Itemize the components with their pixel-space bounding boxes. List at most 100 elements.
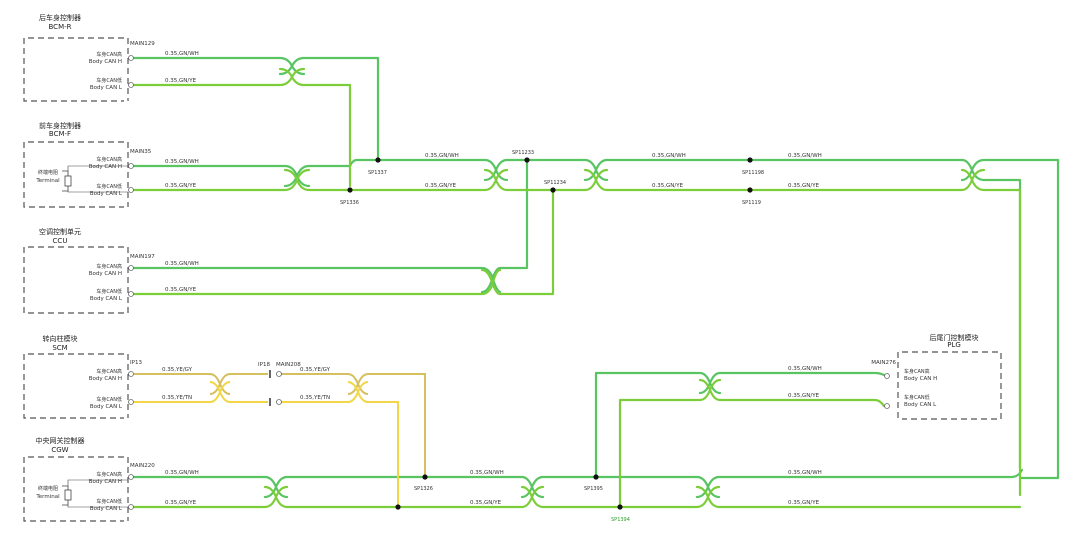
wire-group-scm [134,373,426,507]
pin-label-cn: 车身CAN高 [904,368,930,375]
pin-terminal-icon [884,373,890,379]
wire-plg-l [618,378,886,509]
splice-label: SP11234 [544,180,566,186]
wire-label: 0.35,GN/WH [425,153,459,159]
connector-label: MAIN129 [130,41,155,47]
wire-bcmr-l [132,67,352,188]
pin-terminal-icon [276,399,282,405]
pin-label-cn: 车身CAN低 [96,77,122,84]
wire-label: 0.35,GN/WH [788,470,822,476]
pin-label-cn: 车身CAN高 [96,471,122,478]
pin-terminal-icon [884,403,890,409]
pin-label-en: Body CAN L [904,402,937,408]
pin-label-cn: 车身CAN低 [96,498,122,505]
splice-dot [347,187,353,193]
pin-label-cn: 车身CAN低 [96,288,122,295]
wire-label: 0.35,YE/GY [300,367,331,373]
inline-connector: IP18 MAIN208 [258,362,301,406]
wire-label: 0.35,GN/WH [470,470,504,476]
pin-terminal-icon [128,474,134,480]
pin-label-cn: 车身CAN高 [96,156,122,163]
wire-label: 0.35,GN/WH [165,159,199,165]
splice-dot [395,504,401,510]
splice-label: SP1394 [611,517,630,523]
wire-label: 0.35,YE/TN [300,395,330,401]
splice-dot [375,157,381,163]
pin-label-en: Body CAN L [90,85,123,91]
connector-label: MAIN220 [130,463,155,469]
wire-label: 0.35,GN/WH [165,470,199,476]
terminal-label-en: Terminal [35,494,60,500]
splice-label: SP1395 [584,486,603,492]
pin-label-en: Body CAN H [904,376,937,382]
wire-label: 0.35,GN/WH [788,153,822,159]
module-name-cn: 转向柱模块 [43,334,78,343]
splice-dot [593,474,599,480]
module-name-en: BCM-F [49,130,71,138]
splice-label: SP1119 [742,200,761,206]
wire-label: 0.35,GN/YE [788,500,820,506]
connector-label: MAIN197 [130,254,155,260]
pin-terminal-icon [128,504,134,510]
wire-scm-l [134,381,399,507]
wire-ccu-l [132,188,555,296]
module-name-en: CGW [51,446,68,454]
pin-label-en: Body CAN H [89,59,122,65]
pin-label-cn: 车身CAN高 [96,368,122,375]
splice-label: SP11233 [512,150,534,156]
pin-label-en: Body CAN H [89,376,122,382]
module-name-en: CCU [53,237,68,245]
connector-label: MAIN276 [871,360,896,366]
wire-ccu-h [132,158,529,294]
pin-terminal-icon [128,82,134,88]
pin-terminal-icon [128,187,134,193]
module-name-cn: 后车身控制器 [39,13,81,22]
terminal-label-en: Terminal [35,178,60,184]
wire-trunk-h [132,158,1060,480]
module-name-cn: 空调控制单元 [39,227,81,236]
pin-label-en: Body CAN L [90,191,123,197]
pin-terminal-icon [128,399,134,405]
module-box [23,141,124,208]
wire-bcmr-h [132,56,380,161]
splice-points: SP1337 SP1336 SP11233 SP11234 SP11198 SP… [340,150,764,523]
wire-labels: 0.35,GN/WH 0.35,GN/YE 0.35,GN/WH 0.35,GN… [162,51,822,506]
wire-cgw-l [132,485,1022,509]
pin-label-cn: 车身CAN高 [96,263,122,270]
wire-label: 0.35,GN/YE [165,78,197,84]
wire-group-gn-ye [132,67,1022,509]
pin-label-en: Body CAN H [89,479,122,485]
module-plg: 后尾门控制模块 PLG MAIN276 车身CAN高 Body CAN H 车身… [871,333,1002,420]
pin-terminal-icon [128,163,134,169]
wire-label: 0.35,GN/WH [165,51,199,57]
wire-scm-h [134,373,426,477]
wire-label: 0.35,GN/YE [788,393,820,399]
module-name-en: PLG [947,341,961,349]
pin-label-en: Body CAN H [89,164,122,170]
module-box [902,351,1002,420]
wire-label: 0.35,YE/TN [162,395,192,401]
splice-dot [422,474,428,480]
terminal-lead [67,165,128,193]
splice-dot [617,504,623,510]
terminal-lead [67,479,128,508]
wire-label: 0.35,GN/WH [788,366,822,372]
splice-label: SP1326 [414,486,433,492]
resistor-icon [64,175,72,187]
terminal-label-cn: 终端电阻 [38,169,58,176]
module-name-en: BCM-R [49,23,72,31]
connector-label: IP13 [130,360,142,366]
wire-trunk-l [132,168,1022,497]
module-name-cn: 前车身控制器 [39,121,81,130]
resistor-icon [64,489,72,501]
module-name-cn: 后尾门控制模块 [930,333,979,342]
pin-label-cn: 车身CAN低 [96,396,122,403]
module-name-cn: 中央网关控制器 [36,436,85,445]
wire-label: 0.35,GN/YE [425,183,457,189]
pin-terminal-icon [128,371,134,377]
wire-label: 0.35,GN/YE [652,183,684,189]
wire-label: 0.35,YE/GY [162,367,193,373]
splice-label: SP11198 [742,170,764,176]
module-box [23,456,124,522]
